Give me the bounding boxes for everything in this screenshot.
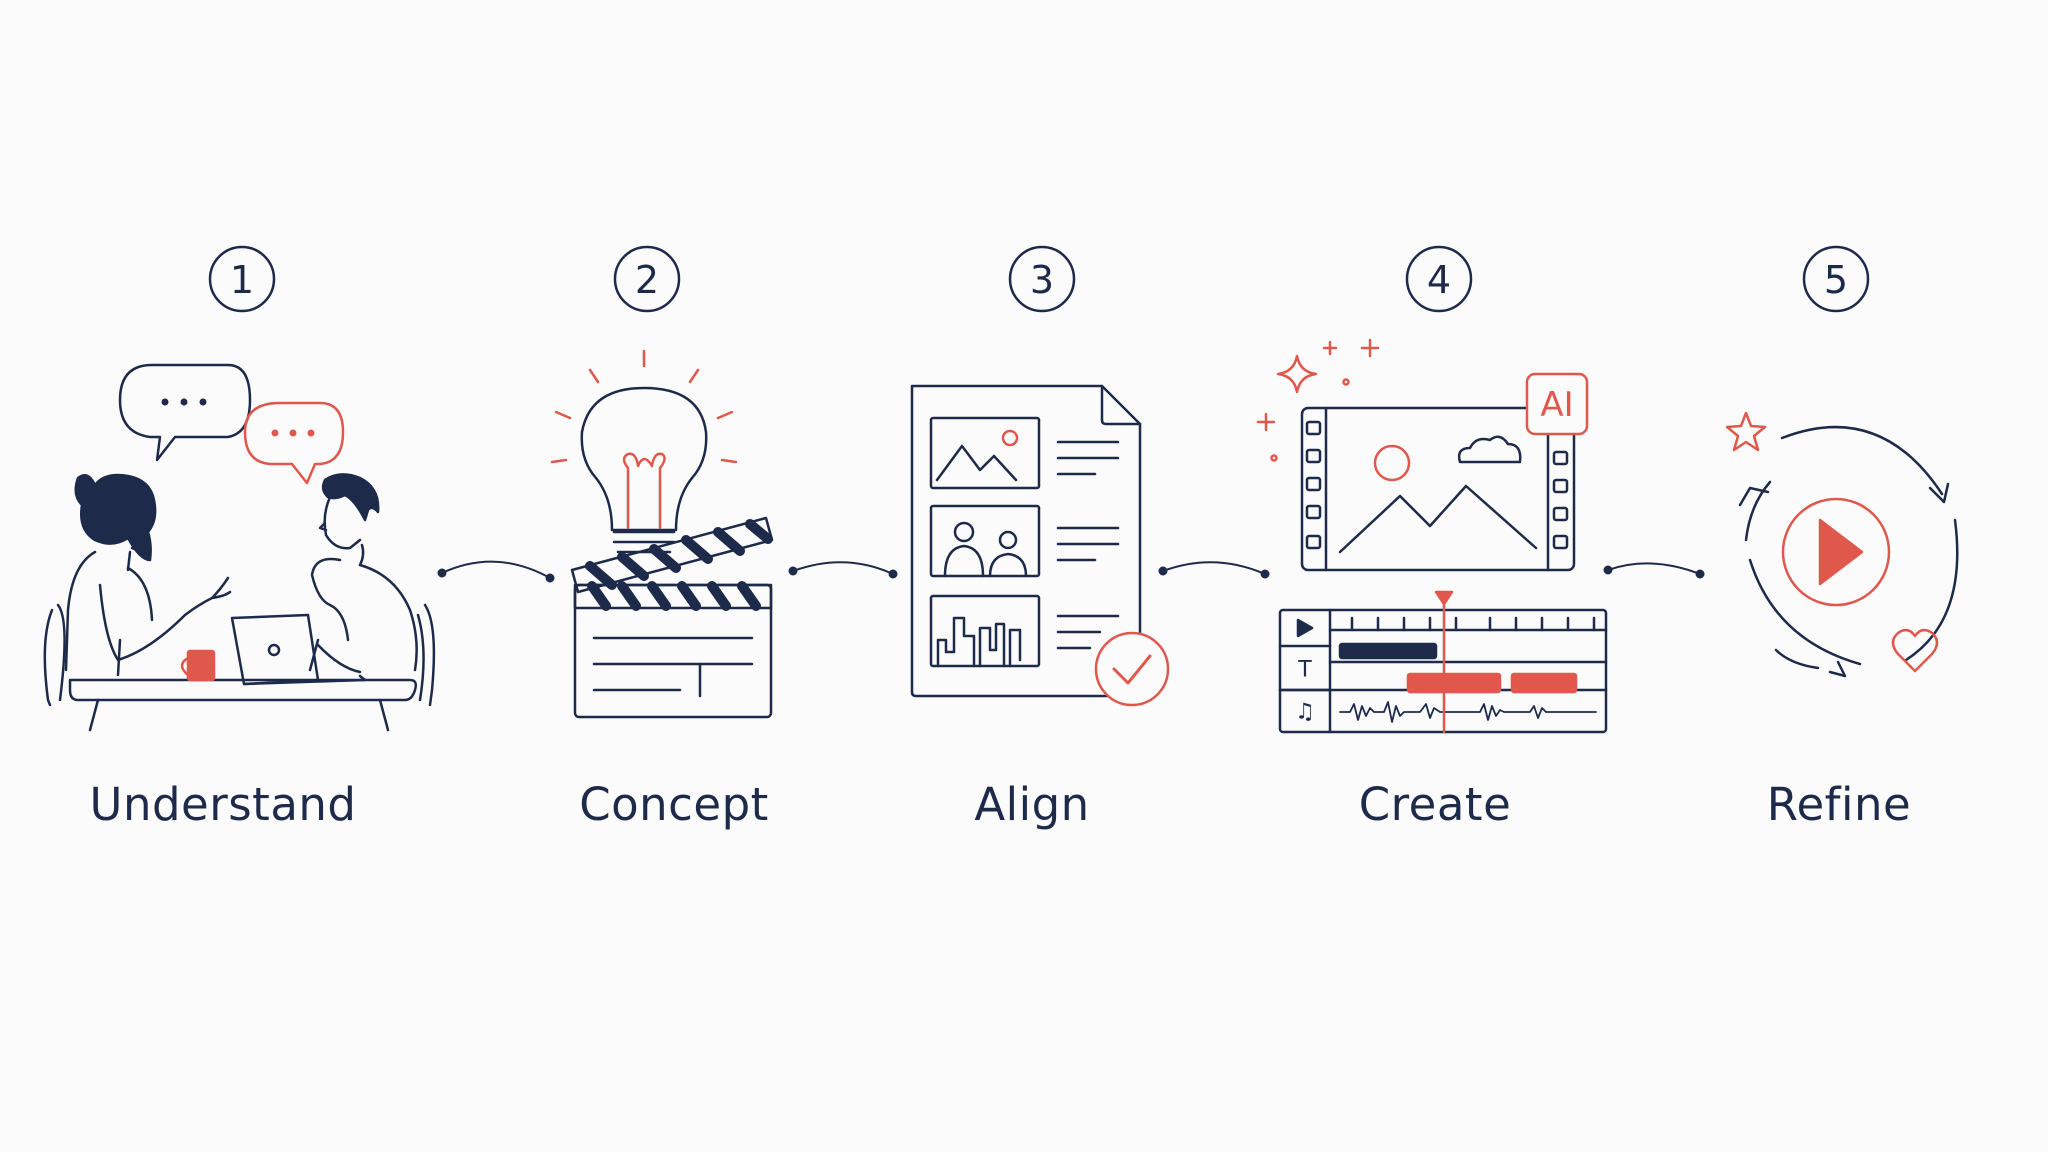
step-3-label: Align xyxy=(974,778,1090,831)
connector-3-4 xyxy=(1158,561,1270,579)
lightbulb-clapperboard-icon xyxy=(550,349,774,719)
audio-track-icon: ♫ xyxy=(1295,700,1315,725)
playhead-icon xyxy=(1434,590,1454,734)
timeline-icon: T ♫ xyxy=(1278,590,1608,734)
reply-bubble-icon xyxy=(243,401,345,485)
step-1-label: Understand xyxy=(89,778,357,831)
storyboard-approved-icon xyxy=(910,384,1170,707)
step-4-number-badge: 4 xyxy=(1405,245,1473,313)
man-figure-icon xyxy=(308,473,436,707)
refine-cycle-play-icon xyxy=(1725,411,1959,678)
ruler-ticks xyxy=(1350,616,1596,632)
sparkle-icons xyxy=(1256,338,1380,462)
speech-bubble-icon xyxy=(118,363,252,462)
step-3-number: 3 xyxy=(1030,258,1054,302)
step-3-number-badge: 3 xyxy=(1008,245,1076,313)
frame-people-icon xyxy=(929,504,1041,578)
connectors xyxy=(437,560,1705,583)
step-2-label: Concept xyxy=(579,778,769,831)
laptop-icon xyxy=(230,613,367,686)
light-rays xyxy=(550,349,738,464)
table-icon xyxy=(68,678,418,732)
step-5-number: 5 xyxy=(1824,258,1848,302)
step-1-number: 1 xyxy=(230,258,254,302)
film-frame-icon xyxy=(1300,406,1576,572)
text-track-icon: T xyxy=(1297,658,1312,683)
lightbulb-icon xyxy=(580,386,708,554)
play-button-icon xyxy=(1781,497,1891,607)
cycle-arrows-icon xyxy=(1738,425,1959,678)
step-2-number-badge: 2 xyxy=(613,245,681,313)
frame-landscape-icon xyxy=(929,416,1041,490)
clapperboard-icon xyxy=(570,516,774,719)
ai-badge-text: AI xyxy=(1540,385,1573,425)
woman-figure-icon xyxy=(43,473,232,707)
frame-city-icon xyxy=(929,594,1041,668)
approved-check-icon xyxy=(1094,631,1170,707)
step-1-number-badge: 1 xyxy=(208,245,276,313)
ai-video-editing-icon: AI T ♫ xyxy=(1256,338,1608,734)
conversation-at-table-icon xyxy=(43,363,436,732)
step-4-label: Create xyxy=(1358,778,1512,831)
heart-icon xyxy=(1891,628,1939,673)
connector-4-5 xyxy=(1603,562,1705,579)
step-5-label: Refine xyxy=(1766,778,1912,831)
star-icon xyxy=(1725,411,1767,452)
step-4-number: 4 xyxy=(1427,258,1451,302)
step-2-number: 2 xyxy=(635,258,659,302)
text-lines xyxy=(1056,440,1120,650)
step-5-number-badge: 5 xyxy=(1802,245,1870,313)
coffee-mug-icon xyxy=(180,649,216,682)
connector-2-3 xyxy=(788,561,898,579)
connector-1-2 xyxy=(437,560,555,583)
ai-badge: AI xyxy=(1525,372,1589,436)
